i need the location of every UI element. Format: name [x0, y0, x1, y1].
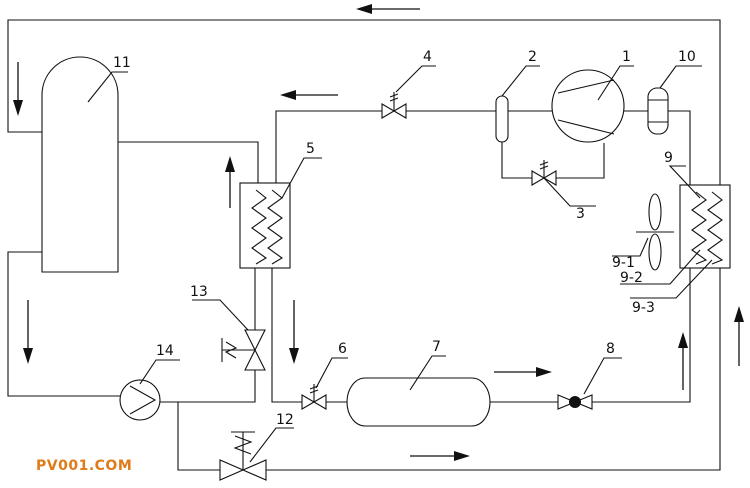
compressor-1 — [551, 69, 625, 143]
leader-1 — [597, 65, 634, 101]
leader-8 — [583, 357, 622, 395]
label-14: 14 — [156, 343, 174, 359]
leader-9-1 — [612, 237, 649, 257]
leader-4 — [395, 65, 436, 93]
tank-to-pump-pipe — [7, 251, 120, 397]
leader-9 — [668, 165, 701, 199]
label-10: 10 — [678, 49, 696, 65]
watermark-text: PV001.COM — [36, 458, 132, 474]
label-4: 4 — [423, 49, 432, 65]
leader-lines — [87, 65, 713, 463]
flow-arrows — [13, 4, 744, 461]
leader-13 — [192, 299, 249, 331]
valve8-to-hx9-pipe — [588, 268, 691, 403]
leader-12 — [249, 427, 294, 463]
filter-to-hx9-pipe — [668, 110, 691, 185]
label-9-2: 9-2 — [620, 270, 643, 286]
leader-7 — [409, 355, 446, 391]
leader-9-2 — [620, 249, 701, 285]
top-return-pipe — [7, 19, 721, 185]
leader-9-3 — [630, 259, 713, 299]
valve-4 — [381, 92, 407, 119]
filter-drier-10 — [647, 87, 669, 135]
heat-exchanger-9 — [679, 184, 731, 269]
leader-3 — [543, 177, 596, 207]
label-2: 2 — [528, 49, 537, 65]
label-3: 3 — [576, 206, 585, 222]
label-11: 11 — [113, 55, 131, 71]
valve-13 — [221, 329, 266, 371]
label-9-1: 9-1 — [612, 255, 635, 271]
component-labels: 11 4 2 1 10 5 9 3 9-1 9-2 9-3 13 14 6 7 … — [113, 49, 696, 428]
valve-6 — [301, 384, 327, 410]
pump-to-valve13-pipe — [178, 370, 256, 403]
label-8: 8 — [606, 341, 615, 357]
receiver-2 — [495, 95, 509, 143]
label-13: 13 — [190, 284, 208, 300]
leader-11 — [87, 71, 128, 103]
pump-14 — [119, 379, 161, 421]
label-7: 7 — [432, 339, 441, 355]
leader-6 — [315, 357, 348, 389]
valve12-to-hx9-pipe — [262, 268, 721, 471]
tank-to-hx5-pipe — [118, 141, 259, 183]
leader-5 — [281, 157, 322, 199]
valve-12 — [219, 431, 267, 481]
storage-tank-11 — [41, 56, 119, 273]
leader-14 — [139, 359, 180, 385]
leader-2 — [501, 65, 540, 97]
hx5-to-valve4-pipe — [275, 110, 500, 183]
valve-3 — [531, 160, 557, 186]
pipes — [7, 19, 721, 471]
valve-8 — [557, 394, 593, 410]
hx5-to-valve6-pipe — [271, 268, 306, 403]
heat-exchanger-5 — [239, 182, 291, 269]
liquid-receiver-7 — [346, 377, 491, 427]
pump-to-valve12-pipe — [160, 401, 224, 471]
label-12: 12 — [276, 412, 294, 428]
label-9: 9 — [664, 150, 673, 166]
fan-9-1 — [636, 193, 674, 271]
label-1: 1 — [622, 49, 631, 65]
label-6: 6 — [338, 341, 347, 357]
leader-10 — [659, 65, 702, 89]
label-5: 5 — [306, 141, 315, 157]
label-9-3: 9-3 — [632, 300, 655, 316]
